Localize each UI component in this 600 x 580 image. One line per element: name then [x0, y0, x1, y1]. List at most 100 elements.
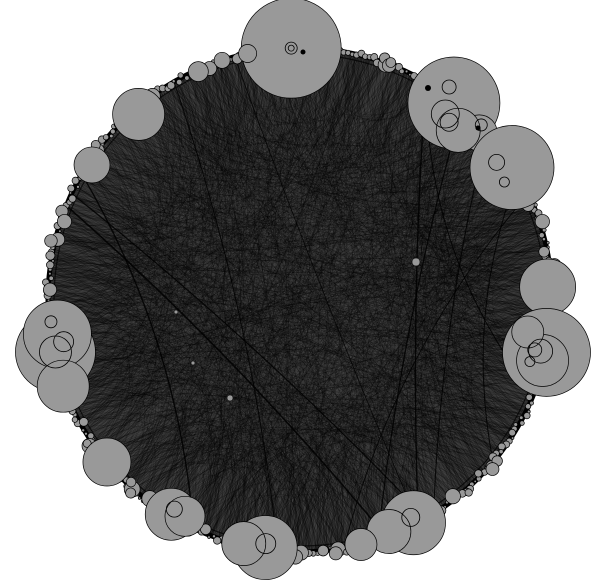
network-node-small	[137, 496, 142, 500]
network-node-small	[541, 237, 546, 242]
network-node-small	[58, 229, 62, 233]
network-node-ring	[284, 41, 298, 55]
network-node-ring	[439, 112, 459, 132]
network-node-interior	[226, 394, 234, 402]
network-node-small	[184, 75, 190, 81]
network-node-small	[76, 185, 80, 189]
network-node-large	[112, 87, 165, 141]
network-edge-bold	[343, 193, 529, 549]
network-node-small	[519, 420, 525, 426]
network-node-small	[177, 72, 184, 79]
network-node-small	[510, 436, 515, 440]
network-node-large	[511, 315, 545, 349]
network-node-ring	[498, 176, 510, 188]
network-edge-bold	[234, 56, 419, 523]
network-node-small	[508, 428, 516, 437]
network-node-small	[102, 134, 110, 141]
network-edge-bold	[377, 106, 463, 540]
network-node-ring	[430, 99, 460, 129]
network-node-large	[82, 437, 132, 487]
network-node-medium	[464, 488, 473, 497]
network-edge-bold	[482, 173, 519, 463]
network-node-interior	[173, 309, 179, 315]
network-node-small	[110, 128, 116, 135]
network-node-small	[213, 536, 222, 545]
network-node-ring	[53, 331, 75, 353]
network-edge-bold	[65, 204, 387, 538]
network-node-large	[213, 51, 231, 69]
network-node-small	[519, 415, 524, 420]
network-node-medium	[57, 214, 72, 229]
network-node-large	[36, 359, 90, 413]
network-node-ring	[474, 118, 488, 132]
network-node-small	[538, 232, 545, 239]
network-interior-disc	[48, 48, 552, 552]
network-node-small	[546, 241, 550, 245]
network-edge-bold	[81, 173, 195, 529]
network-node-ring	[287, 44, 295, 52]
network-nodes	[15, 0, 591, 580]
network-node-large	[344, 528, 378, 561]
network-node-small	[84, 431, 88, 436]
network-node-small	[166, 81, 176, 90]
network-interior	[48, 48, 552, 552]
network-node-medium	[444, 488, 461, 505]
network-node-medium	[44, 234, 58, 248]
network-node-medium	[328, 546, 343, 561]
network-node-medium	[125, 476, 137, 488]
network-node-small	[176, 79, 183, 86]
network-node-small	[67, 184, 75, 193]
network-node-medium	[385, 57, 397, 68]
network-node-large	[164, 495, 206, 537]
network-node-large	[435, 107, 481, 153]
network-node-small	[212, 534, 216, 539]
network-node-ring	[255, 533, 277, 555]
network-node-large	[238, 44, 257, 63]
network-node-small	[68, 194, 77, 203]
network-node-small	[525, 393, 533, 401]
network-node-small	[71, 176, 80, 185]
network-node-interior	[190, 360, 196, 366]
network-node-medium	[317, 544, 329, 557]
network-node-small	[404, 69, 409, 74]
network-node-small	[171, 79, 176, 84]
network-node-small	[71, 416, 78, 423]
network-node-large	[240, 0, 342, 99]
network-node-ring	[528, 338, 554, 364]
network-node-medium	[538, 246, 550, 258]
network-node-small	[48, 271, 52, 276]
network-node-small	[525, 403, 532, 410]
network-node-ring	[524, 356, 536, 367]
network-node-large	[221, 521, 267, 566]
network-node-small	[46, 260, 55, 270]
network-node-large	[469, 125, 555, 210]
network-node-ring	[441, 79, 457, 95]
network-edge-bold	[414, 81, 427, 523]
network-node-large	[519, 258, 577, 316]
network-node-small	[473, 479, 477, 484]
network-edge-bold	[173, 81, 279, 552]
network-node-small	[497, 442, 506, 451]
network-node-large	[73, 146, 111, 184]
network-node-large	[187, 61, 209, 82]
network-node-core	[475, 125, 481, 131]
network-node-ring	[488, 153, 505, 171]
network-node-small	[345, 49, 351, 56]
network-node-small	[523, 412, 531, 420]
network-node-ring	[44, 315, 58, 329]
network-node-medium	[79, 417, 89, 427]
network-edge-mesh	[47, 47, 553, 553]
network-node-medium	[43, 282, 57, 297]
network-node-small	[81, 428, 86, 433]
network-node-ring	[401, 508, 421, 527]
network-node-core	[300, 49, 306, 55]
network-node-small	[399, 68, 405, 75]
network-node-small	[207, 535, 211, 539]
network-node-medium	[474, 469, 483, 478]
network-node-small	[109, 133, 114, 139]
network-node-small	[87, 432, 95, 440]
network-node-medium	[125, 487, 137, 499]
network-node-small	[529, 400, 534, 406]
